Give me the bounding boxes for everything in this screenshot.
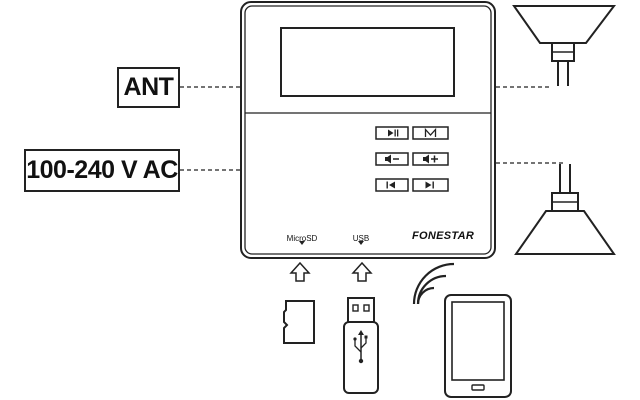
wall-unit <box>240 1 496 259</box>
brand-logo: FONESTAR <box>412 230 475 242</box>
skip-next-icon <box>425 181 434 189</box>
mode-button[interactable] <box>412 126 449 140</box>
play-pause-icon <box>388 129 394 137</box>
play-pause-button[interactable] <box>375 126 409 140</box>
ant-label: ANT <box>117 67 180 108</box>
volume-up-icon <box>423 154 438 164</box>
control-buttons <box>375 126 449 192</box>
usb-insert-arrow-icon <box>351 261 373 282</box>
next-button[interactable] <box>412 178 449 192</box>
microsd-card-icon <box>283 300 315 344</box>
usb-port-marker <box>358 241 364 245</box>
usb-port-label: USB <box>352 234 370 243</box>
usb-stick-icon <box>343 297 379 394</box>
microsd-port-label: MicroSD <box>286 234 318 243</box>
microsd-port-marker <box>299 241 305 245</box>
wireless-signal-icon <box>412 262 455 305</box>
home-button-icon <box>471 384 485 391</box>
previous-button[interactable] <box>375 178 409 192</box>
microsd-insert-arrow-icon <box>289 261 311 282</box>
speaker-bottom-icon <box>514 164 616 255</box>
volume-down-button[interactable] <box>375 152 409 166</box>
m-letter-icon <box>424 127 437 137</box>
smartphone-screen <box>451 301 505 381</box>
power-label: 100-240 V AC <box>24 149 180 192</box>
smartphone-icon <box>444 294 512 398</box>
volume-down-icon <box>385 154 399 164</box>
lcd-display <box>280 27 455 97</box>
speaker-top-icon <box>512 5 617 86</box>
skip-previous-icon <box>386 181 395 189</box>
usb-symbol-icon <box>353 330 368 364</box>
volume-up-button[interactable] <box>412 152 449 166</box>
